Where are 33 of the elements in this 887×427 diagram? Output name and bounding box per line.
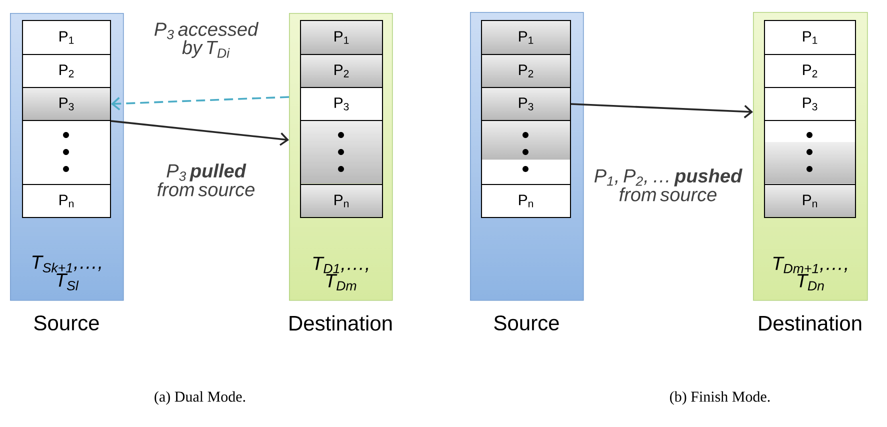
page-cell: P$_{n}$ — [481, 184, 571, 218]
page-cell: P$_{1}$ — [481, 20, 571, 55]
page-cell: P$_{3}$ — [481, 87, 571, 121]
page-cell: P$_{3}$ — [22, 87, 111, 121]
arrow — [111, 96, 290, 110]
page-cell — [481, 120, 571, 185]
page-cell: P$_{n}$ — [300, 184, 383, 218]
page-cell: P$_{1}$ — [22, 20, 111, 55]
page-cell: P$_{3}$ — [764, 87, 856, 121]
node-label: P$_{1}$ — [803, 31, 818, 44]
page-cell: P$_{3}$ — [300, 87, 383, 121]
page-cell: P$_{1}$ — [300, 20, 383, 55]
figure-caption: (b) Finish Mode. — [670, 391, 770, 405]
panel-label: Source — [34, 316, 99, 330]
page-cell — [22, 120, 111, 185]
page-cell: P$_{n}$ — [22, 184, 111, 218]
edge-label: P$_{3}$ pulled from source — [157, 164, 254, 196]
page-cell: P$_{2}$ — [300, 54, 383, 88]
page-cell: P$_{2}$ — [481, 54, 571, 88]
panel-label: Destination — [759, 315, 862, 331]
figure-caption: (a) Dual Mode. — [154, 391, 246, 405]
page-cell — [300, 120, 383, 185]
edge-label: P$_{3}$ accessed by T$_{Di}$ — [154, 22, 259, 58]
page-cell: P$_{2}$ — [764, 54, 856, 88]
panel-label: Destination — [290, 315, 392, 331]
page-cell — [764, 120, 856, 185]
node-label: P$_{2}$ — [803, 64, 818, 78]
panel-label: Source — [494, 316, 559, 330]
page-cell: P$_{n}$ — [764, 184, 856, 218]
page-cell: P$_{2}$ — [22, 54, 111, 88]
arrow — [110, 120, 289, 146]
page-cell: P$_{1}$ — [764, 20, 856, 55]
edge-label: P$_{1}$, P$_{2}$, … pushed from source — [594, 168, 742, 202]
